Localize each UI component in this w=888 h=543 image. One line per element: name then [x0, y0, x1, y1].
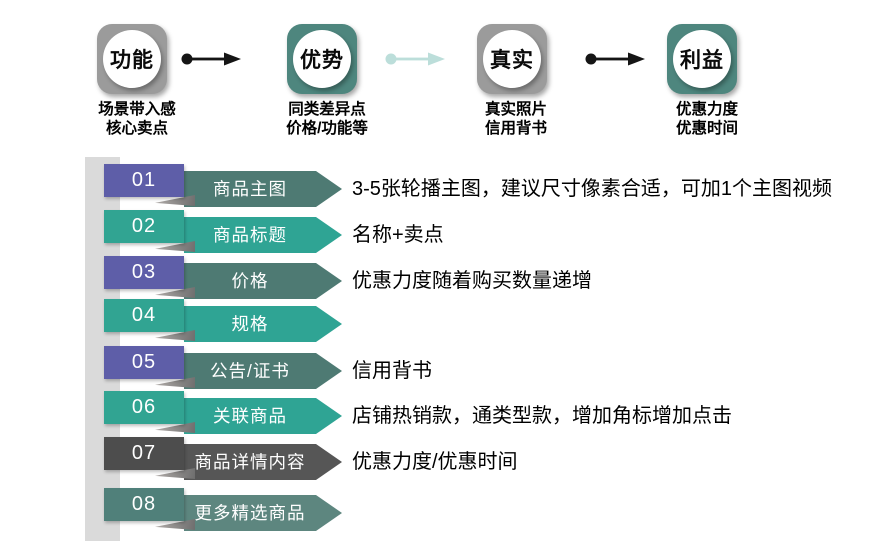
banner-fold [155, 195, 195, 206]
flow-node-advantage: 优势 [287, 24, 357, 94]
banner-fold [155, 422, 195, 433]
number-box: 01 [104, 164, 184, 197]
caption-line: 核心卖点 [105, 120, 168, 137]
number-box: 03 [104, 256, 184, 289]
banner-label: 商品标题 [213, 225, 287, 245]
flow-node-circle: 功能 [103, 30, 161, 88]
flow-node-caption: 真实照片 信用背书 [441, 100, 591, 138]
row-description: 优惠力度/优惠时间 [352, 451, 518, 473]
flow-node-caption: 场景带入感 核心卖点 [62, 100, 212, 138]
caption-line: 优惠力度 [675, 101, 738, 118]
row-description: 店铺热销款，通类型款，增加角标增加点击 [352, 405, 732, 427]
flow-node-caption: 优惠力度 优惠时间 [632, 100, 782, 138]
flow-node-circle: 利益 [673, 30, 731, 88]
flow-node-circle: 优势 [293, 30, 351, 88]
dot-arrow-icon [585, 52, 645, 66]
flow-node-function: 功能 [97, 24, 167, 94]
number-box: 07 [104, 437, 184, 470]
number-box: 04 [104, 299, 184, 332]
caption-line: 价格/功能等 [286, 120, 368, 137]
number-box: 06 [104, 391, 184, 424]
caption-line: 同类差异点 [288, 101, 366, 118]
caption-line: 信用背书 [484, 120, 547, 137]
banner-arrow: 关联商品 [184, 398, 342, 434]
banner-arrow: 价格 [184, 263, 342, 299]
number-box: 05 [104, 346, 184, 379]
flow-node-label: 真实 [490, 49, 534, 72]
row-description: 名称+卖点 [352, 224, 444, 246]
flow-node-label: 利益 [680, 49, 724, 72]
caption-line: 场景带入感 [98, 101, 176, 118]
banner-arrow: 更多精选商品 [184, 495, 342, 531]
banner-arrow: 商品标题 [184, 217, 342, 253]
banner-label: 关联商品 [213, 406, 287, 426]
flow-node-circle: 真实 [483, 30, 541, 88]
banner-arrow: 公告/证书 [184, 353, 342, 389]
dot-arrow-icon [181, 52, 241, 66]
row-description: 信用背书 [352, 360, 432, 382]
banner-arrow: 商品主图 [184, 171, 342, 207]
banner-fold [155, 287, 195, 298]
caption-line: 真实照片 [484, 101, 547, 118]
flow-node-label: 功能 [110, 49, 154, 72]
banner-label: 商品详情内容 [194, 452, 306, 472]
row-description: 优惠力度随着购买数量递增 [352, 270, 592, 292]
banner-arrow: 规格 [184, 306, 342, 342]
banner-label: 规格 [231, 314, 269, 334]
flow-node-label: 优势 [300, 49, 344, 72]
banner-label: 价格 [231, 271, 269, 291]
flow-node-benefit: 利益 [667, 24, 737, 94]
banner-label: 商品主图 [213, 179, 287, 199]
row-description: 3-5张轮播主图，建议尺寸像素合适，可加1个主图视频 [352, 178, 833, 200]
banner-fold [155, 330, 195, 341]
caption-line: 优惠时间 [675, 120, 738, 137]
flow-node-caption: 同类差异点 价格/功能等 [252, 100, 402, 138]
banner-arrow: 商品详情内容 [184, 444, 342, 480]
banner-fold [155, 377, 195, 388]
banner-label: 公告/证书 [210, 361, 290, 381]
banner-fold [155, 468, 195, 479]
banner-fold [155, 241, 195, 252]
number-box: 02 [104, 210, 184, 243]
number-box: 08 [104, 488, 184, 521]
banner-fold [155, 519, 195, 530]
flow-node-authentic: 真实 [477, 24, 547, 94]
banner-label: 更多精选商品 [194, 503, 306, 523]
dot-arrow-icon [385, 52, 445, 66]
